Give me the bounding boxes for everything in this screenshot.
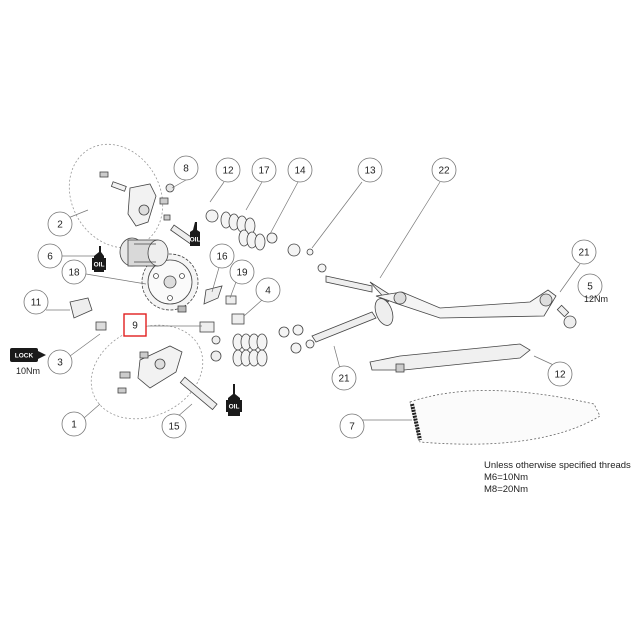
torque-label-part3: 10Nm bbox=[16, 366, 40, 376]
callout-4: 4 bbox=[255, 277, 281, 303]
valve-springs-left bbox=[232, 324, 315, 367]
callout-12-bottom: 12 bbox=[547, 361, 573, 387]
torque-note-line-2: M6=10Nm bbox=[484, 472, 529, 483]
camshaft bbox=[119, 237, 169, 267]
callout-13: 13 bbox=[357, 157, 383, 183]
callout-1: 1 bbox=[61, 411, 87, 437]
callout-8: 8 bbox=[173, 155, 199, 181]
torque-note: Unless otherwise specified threads M6=10… bbox=[484, 460, 631, 496]
callout-16: 16 bbox=[209, 243, 235, 269]
callout-label-21-bottom: 21 bbox=[338, 374, 350, 385]
callout-15: 15 bbox=[161, 413, 187, 439]
valve-springs-upper bbox=[205, 209, 327, 273]
callout-label-13: 13 bbox=[364, 166, 376, 177]
callout-14: 14 bbox=[287, 157, 313, 183]
callout-21-right: 21 bbox=[571, 239, 597, 265]
callout-label-11: 11 bbox=[31, 298, 42, 309]
oil-label-pushrod: OIL bbox=[190, 237, 201, 244]
small-parts-cluster bbox=[177, 285, 245, 362]
callout-2: 2 bbox=[47, 211, 73, 237]
torque-note-line-3: M8=20Nm bbox=[484, 484, 529, 495]
callout-label-3: 3 bbox=[57, 358, 63, 369]
callout-label-16: 16 bbox=[216, 252, 228, 263]
callout-label-15: 15 bbox=[168, 422, 180, 433]
bolt-5 bbox=[556, 304, 577, 329]
lower-rocker-assembly bbox=[117, 345, 183, 394]
tappet-guide bbox=[69, 297, 107, 331]
callout-label-12-top: 12 bbox=[222, 166, 234, 177]
callout-9-highlighted: 9 bbox=[123, 313, 147, 337]
chain-guide-22 bbox=[375, 289, 557, 319]
callout-label-12-bottom: 12 bbox=[554, 370, 566, 381]
callout-6: 6 bbox=[37, 243, 63, 269]
lock-label: LOCK bbox=[15, 353, 34, 360]
callout-label-17: 17 bbox=[258, 166, 270, 177]
callout-19: 19 bbox=[229, 259, 255, 285]
callout-18: 18 bbox=[61, 259, 87, 285]
oil-can-icon-camshaft: OIL bbox=[92, 246, 106, 272]
oil-can-icon-pushrod: OIL bbox=[190, 222, 201, 246]
oil-can-icon-lower: OIL bbox=[226, 384, 242, 416]
torque-note-line-1: Unless otherwise specified threads bbox=[484, 460, 631, 471]
callout-21-bottom: 21 bbox=[331, 365, 357, 391]
pushrod-15 bbox=[179, 376, 218, 411]
cam-gear bbox=[141, 253, 199, 311]
callout-label-8: 8 bbox=[183, 164, 189, 175]
chain-tensioner-12 bbox=[369, 343, 531, 373]
oil-label-lower: OIL bbox=[229, 404, 240, 411]
callout-label-21-right: 21 bbox=[578, 248, 590, 259]
callout-3: 3 bbox=[47, 349, 73, 375]
leader-lines bbox=[46, 179, 581, 421]
callout-11: 11 bbox=[23, 289, 49, 315]
callout-label-9: 9 bbox=[132, 321, 138, 332]
callout-12-top: 12 bbox=[215, 157, 241, 183]
threadlock-icon: LOCK bbox=[10, 348, 46, 362]
callout-label-14: 14 bbox=[294, 166, 306, 177]
callout-label-6: 6 bbox=[47, 252, 53, 263]
callout-label-18: 18 bbox=[68, 268, 80, 279]
timing-cover-7 bbox=[409, 390, 601, 445]
callout-label-1: 1 bbox=[71, 420, 77, 431]
valves bbox=[311, 275, 394, 343]
torque-label-part5: 12Nm bbox=[584, 294, 608, 304]
callout-label-4: 4 bbox=[265, 286, 271, 297]
callout-17: 17 bbox=[251, 157, 277, 183]
callout-22: 22 bbox=[431, 157, 457, 183]
callout-5: 5 bbox=[577, 273, 603, 299]
callout-label-22: 22 bbox=[438, 166, 450, 177]
upper-rocker-assembly bbox=[99, 171, 175, 227]
callout-label-7: 7 bbox=[349, 422, 355, 433]
callout-label-5: 5 bbox=[587, 282, 593, 293]
callout-7: 7 bbox=[339, 413, 365, 439]
callout-label-19: 19 bbox=[236, 268, 248, 279]
oil-label-camshaft: OIL bbox=[94, 262, 105, 269]
callout-label-2: 2 bbox=[57, 220, 63, 231]
